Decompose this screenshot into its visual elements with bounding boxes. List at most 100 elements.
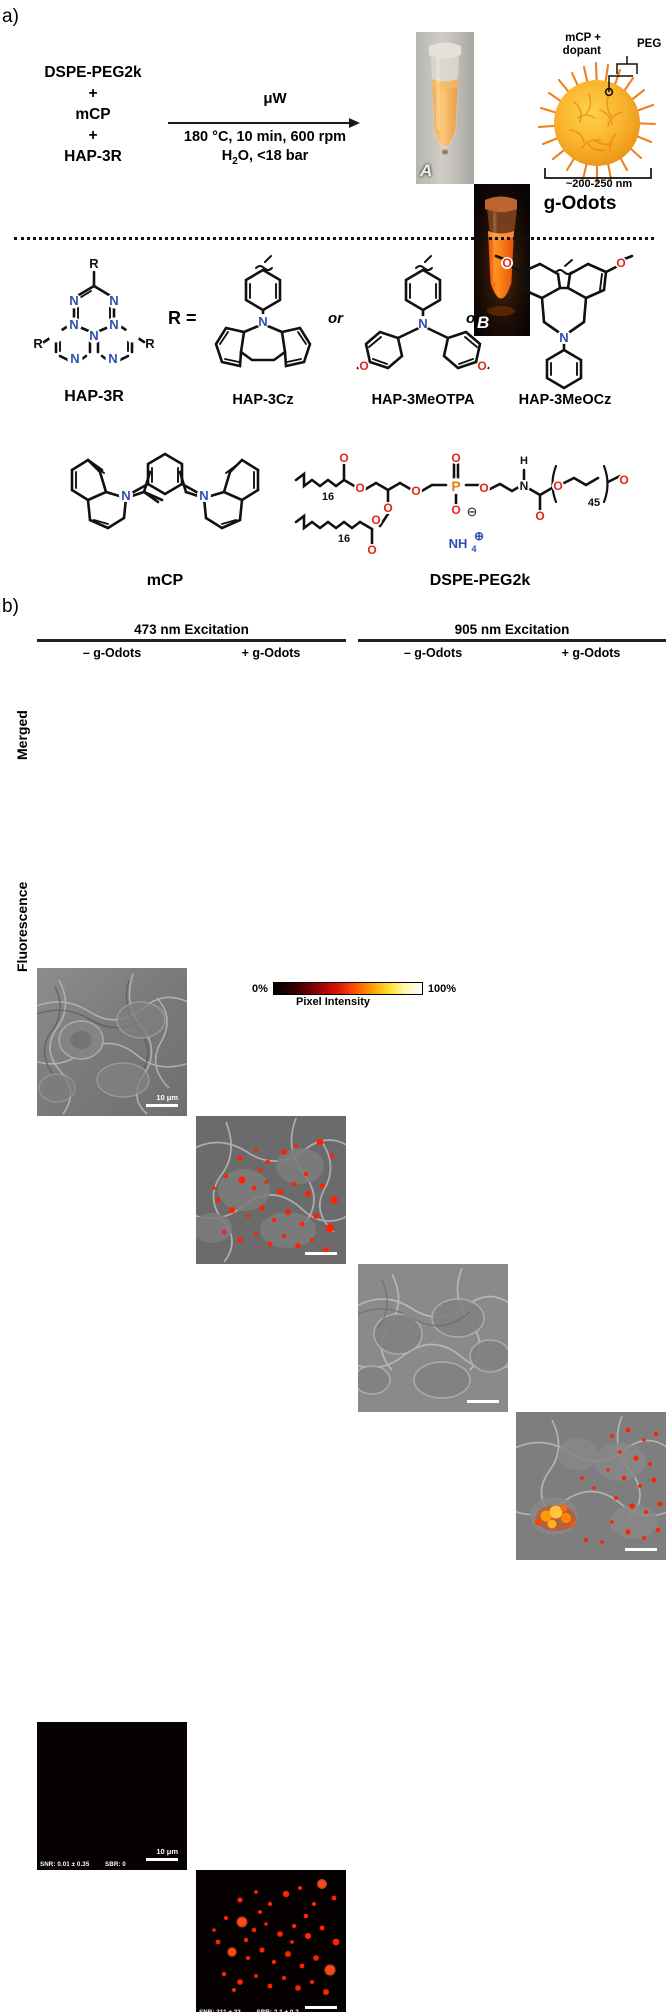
callout-core-line2: dopant (562, 45, 601, 57)
svg-text:⊕: ⊕ (474, 529, 484, 543)
excitation-group-473: 473 nm Excitation (134, 622, 249, 637)
nanoparticle-schematic (534, 30, 664, 190)
reaction-arrow (168, 118, 360, 128)
micrograph-merged-473-plus[interactable] (196, 1116, 346, 1264)
scheme-reagents: DSPE-PEG2k + mCP + HAP-3R (8, 62, 178, 167)
colorbar-group: 0% 100% (252, 982, 456, 995)
svg-text:N: N (109, 317, 118, 332)
svg-text:O: O (553, 479, 562, 493)
caption-hap3meocz: HAP-3MeOCz (518, 392, 612, 408)
scale-bar (305, 2006, 337, 2009)
svg-text:O: O (535, 509, 544, 523)
panel-b-label: b) (2, 596, 19, 617)
svg-text:N: N (108, 351, 117, 366)
structure-dspe-peg2k: P O O O O O O O O O O O O N H ⊖ NH 4 ⊕ 1… (290, 440, 660, 570)
structure-hap3meotpa: N O O (356, 255, 490, 388)
scale-bar-label: 10 μm (156, 1847, 178, 1856)
svg-text:O: O (339, 451, 348, 465)
panel-a-label: a) (2, 6, 19, 27)
tube-b-label: B (477, 313, 490, 332)
micrograph-merged-473-minus[interactable]: 10 μm (37, 968, 187, 1116)
colorbar-max-label: 100% (427, 982, 457, 995)
condition-line-1: 180 °C, 10 min, 600 rpm (183, 129, 347, 145)
scale-bar (146, 1104, 178, 1107)
substituent-r-top: R (89, 256, 99, 271)
caption-hap3r: HAP-3R (64, 388, 124, 405)
excitation-rule-905 (358, 639, 666, 642)
svg-text:4: 4 (471, 544, 476, 554)
svg-text:O: O (479, 481, 488, 495)
svg-text:O: O (383, 501, 392, 515)
svg-text:N: N (520, 479, 529, 493)
section-divider (14, 237, 654, 240)
condition-header-1: – g-Odots (82, 646, 142, 660)
caption-dspe-peg2k: DSPE-PEG2k (429, 572, 531, 589)
arrow-head (349, 118, 360, 128)
row-label-fluorescence: Fluorescence (14, 881, 30, 972)
excitation-group-905: 905 nm Excitation (454, 622, 570, 637)
svg-text:O: O (367, 543, 376, 557)
tube-a-label: A (420, 161, 433, 180)
excitation-rule-473 (37, 639, 346, 642)
svg-text:O: O (451, 451, 460, 465)
scale-bar-label: 10 μm (156, 1093, 178, 1102)
svg-text:N: N (70, 351, 79, 366)
svg-text:N: N (109, 293, 118, 308)
chain-repeat-1: 16 (322, 491, 334, 503)
condition-header-3: – g-Odots (403, 646, 463, 660)
svg-text:O: O (502, 256, 511, 270)
r-equals-label: R = (168, 308, 197, 328)
svg-text:O: O (359, 359, 368, 373)
metrics-fluor-473-plus: SNR: 311 ± 22 SBR: 2.1 ± 0.2 (199, 2009, 299, 2012)
svg-text:N: N (89, 328, 98, 343)
reagent-plus: + (88, 85, 98, 102)
or-label-1: or (328, 310, 343, 327)
caption-hap3cz: HAP-3Cz (232, 392, 294, 408)
counterion-label: NH (449, 536, 468, 551)
svg-text:N: N (559, 330, 568, 345)
svg-text:O: O (619, 473, 628, 487)
micrograph-merged-905-plus[interactable] (516, 1412, 666, 1560)
arrow-bottom-conditions: 180 °C, 10 min, 600 rpm H2O, <18 bar (160, 128, 370, 171)
structure-hap3cz: N (208, 255, 318, 388)
phosphate-charge: ⊖ (467, 504, 478, 519)
condition-line-2: H2O, <18 bar (160, 147, 370, 171)
snr-value: SNR: 0.01 ± 0.35 (40, 1861, 90, 1868)
structure-hap3meocz: N O O (494, 254, 634, 392)
sbr-value: SBR: 0 (105, 1861, 126, 1868)
sbr-value: SBR: 2.1 ± 0.2 (257, 2009, 299, 2012)
scale-bar (305, 1252, 337, 1255)
micrograph-merged-905-minus[interactable] (358, 1264, 508, 1412)
reagent-item: HAP-3R (64, 148, 122, 165)
or-label-2: or (466, 310, 481, 327)
reagent-item: DSPE-PEG2k (44, 64, 142, 81)
svg-text:N: N (121, 488, 130, 503)
scale-bar (625, 1548, 657, 1551)
water-formula-pre: H (221, 148, 233, 164)
caption-hap3meotpa: HAP-3MeOTPA (371, 392, 475, 408)
svg-text:O: O (355, 481, 364, 495)
caption-mcp: mCP (146, 572, 184, 589)
structure-mcp: N N (50, 442, 280, 562)
svg-text:O: O (411, 484, 420, 498)
arrow-shaft (168, 122, 349, 124)
svg-text:O: O (616, 256, 625, 270)
scale-bar (146, 1858, 178, 1861)
nanoparticle-core-callout: mCP + dopant (545, 32, 601, 58)
svg-text:P: P (451, 478, 460, 494)
water-formula-post: O, <18 bar (237, 148, 309, 164)
svg-text:N: N (418, 316, 427, 331)
row-label-merged: Merged (14, 710, 30, 760)
svg-text:N: N (199, 488, 208, 503)
snr-value: SNR: 311 ± 22 (199, 2009, 241, 2012)
micrograph-fluor-473-minus[interactable]: SNR: 0.01 ± 0.35 SBR: 0 10 μm (37, 1722, 187, 1870)
callout-core-line1: mCP + (565, 32, 601, 44)
nanoparticle-size-label: ~200-250 nm (565, 178, 633, 190)
colorbar-min-label: 0% (252, 982, 268, 995)
micrograph-fluor-473-plus[interactable]: SNR: 311 ± 22 SBR: 2.1 ± 0.2 (196, 1870, 346, 2012)
tube-photo-b: B (474, 184, 530, 336)
svg-text:N: N (69, 317, 78, 332)
colorbar-gradient (272, 982, 423, 995)
substituent-r-right: R (145, 336, 155, 351)
